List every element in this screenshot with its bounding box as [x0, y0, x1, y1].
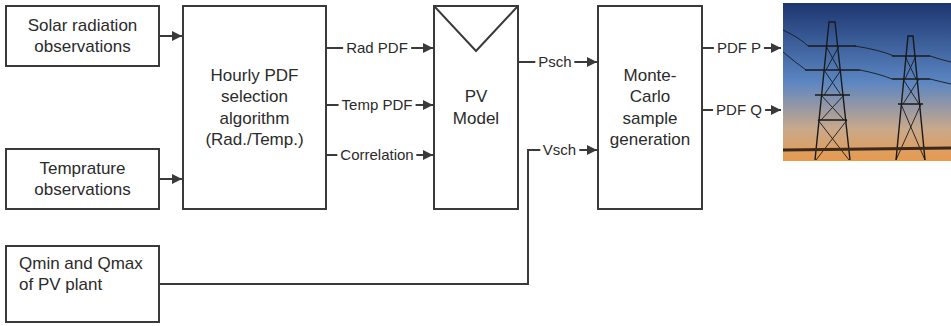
signal-label: Temp PDF	[339, 96, 416, 114]
signal-label: Rad PDF	[343, 39, 411, 57]
process-box: Hourly PDF selection algorithm (Rad./Tem…	[182, 5, 327, 210]
model-box: PV Model	[433, 5, 519, 210]
signal-label: Vsch	[540, 141, 579, 159]
signal-label: Psch	[535, 53, 574, 71]
tower-lattice	[816, 46, 849, 160]
power-wires	[783, 30, 951, 84]
box-text: Temprature observations	[13, 158, 152, 201]
arrow-connector	[160, 35, 182, 37]
process-box: Solar radiation observations	[5, 5, 160, 67]
tower-arms	[892, 56, 930, 104]
horizon	[783, 148, 951, 150]
output-label: PDF Q	[713, 101, 765, 119]
box-text: PV Model	[446, 86, 506, 129]
tower-legs	[815, 22, 850, 160]
box-text: Solar radiation observations	[13, 15, 152, 58]
sky-photo	[783, 3, 951, 161]
process-box: Qmin and Qmax of PV plant	[5, 245, 160, 323]
pv-triangle	[435, 7, 517, 51]
process-box: Monte-Carlo sample generation	[597, 5, 703, 210]
box-text: Qmin and Qmax of PV plant	[19, 253, 146, 296]
box-text: Monte-Carlo sample generation	[605, 65, 695, 150]
tower-lattice	[896, 56, 925, 160]
tower-legs	[896, 36, 925, 160]
arrow-connector	[160, 178, 182, 180]
output-label: PDF P	[714, 39, 764, 57]
pv-symbol	[435, 7, 517, 208]
process-box: Temprature observations	[5, 148, 160, 210]
power-towers	[783, 22, 951, 160]
signal-label: Correlation	[337, 146, 416, 164]
box-text: Hourly PDF selection algorithm (Rad./Tem…	[190, 65, 319, 150]
